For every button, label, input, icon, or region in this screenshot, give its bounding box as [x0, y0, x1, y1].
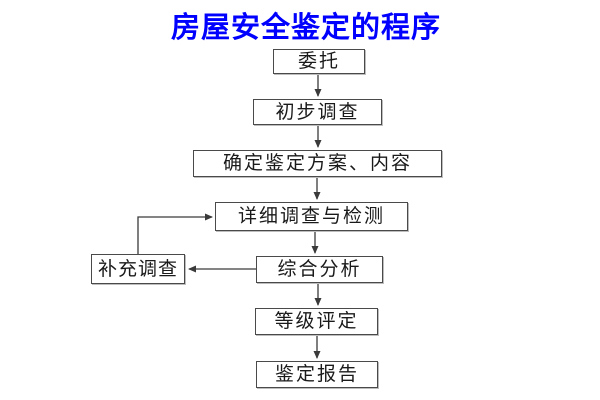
flow-node-grade-rating: 等级评定	[255, 308, 378, 335]
flow-node-comprehensive-analysis: 综合分析	[256, 256, 383, 283]
diagram-title: 房屋安全鉴定的程序	[170, 12, 441, 44]
edge-supplementary-to-detailed	[137, 213, 213, 254]
flow-node-preliminary-survey: 初步调查	[253, 99, 382, 125]
flow-node-commission: 委托	[273, 49, 365, 74]
flow-node-appraisal-report: 鉴定报告	[256, 361, 378, 388]
flow-node-determine-plan: 确定鉴定方案、内容	[193, 150, 442, 177]
flow-node-detailed-survey: 详细调查与检测	[215, 202, 408, 231]
flow-node-supplementary-survey: 补充调查	[91, 254, 185, 284]
